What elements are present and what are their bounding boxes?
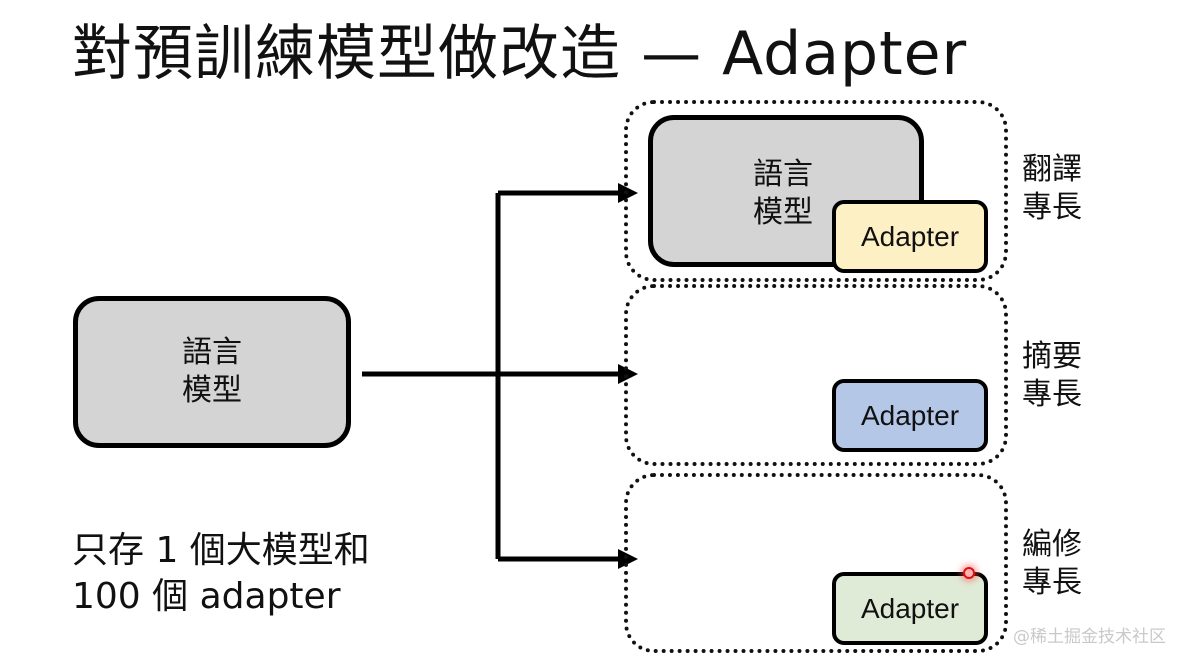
summary-specialty-label: 摘要 專長 [1022,338,1082,414]
translation-specialty-line2: 專長 [1022,190,1082,225]
translation-specialty-label: 翻譯 專長 [1022,151,1082,227]
watermark: @稀土掘金技术社区 [1013,627,1166,647]
base-language-model: 語言 模型 [73,296,351,448]
editing-frame [624,473,1008,653]
storage-note: 只存 1 個大模型和 100 個 adapter [72,528,370,620]
page-title: 對預訓練模型做改造 — Adapter [72,19,968,89]
summary-specialty-line1: 摘要 [1022,339,1082,374]
editing-specialty-label: 編修 專長 [1022,526,1082,602]
adapter-translation-label: Adapter [860,220,960,252]
summary-frame [624,284,1008,466]
editing-specialty-line1: 編修 [1022,527,1082,562]
translation-frame [624,100,1008,282]
storage-note-line1: 只存 1 個大模型和 [72,530,370,571]
top-model-line1: 語言 [753,157,813,192]
storage-note-line2: 100 個 adapter [72,576,341,617]
adapter-summary: Adapter [832,379,988,452]
arrowhead-summary [618,364,638,384]
base-model-line2: 模型 [182,373,242,408]
arrowhead-editing [618,549,638,569]
adapter-translation: Adapter [832,200,988,273]
adapter-editing: Adapter [832,572,988,645]
adapter-editing-label: Adapter [860,592,960,624]
top-language-model: 語言 模型 [648,115,924,267]
translation-specialty-line1: 翻譯 [1022,152,1082,187]
laser-pointer-dot [963,567,975,579]
editing-specialty-line2: 專長 [1022,565,1082,600]
summary-specialty-line2: 專長 [1022,377,1082,412]
arrowhead-translation [618,183,638,203]
base-model-line1: 語言 [182,335,242,370]
top-model-line2: 模型 [753,195,813,230]
adapter-summary-label: Adapter [860,399,960,431]
